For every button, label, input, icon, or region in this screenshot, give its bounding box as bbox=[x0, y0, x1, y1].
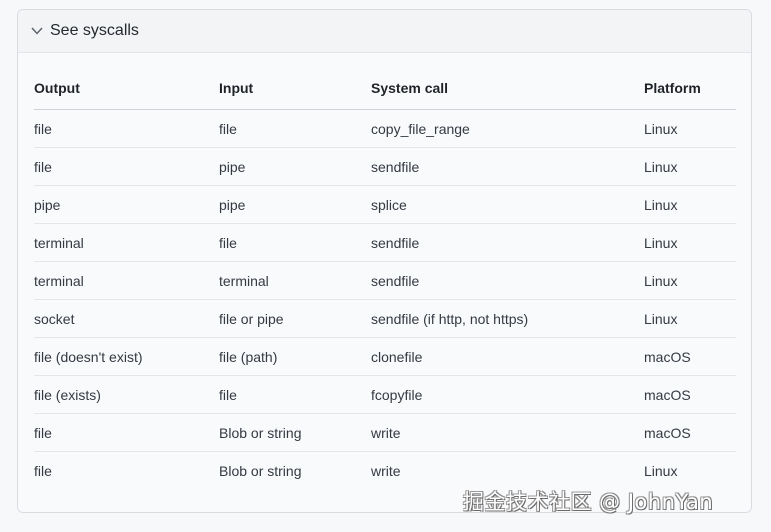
cell-input: Blob or string bbox=[219, 413, 371, 452]
cell-platform: macOS bbox=[644, 337, 736, 376]
cell-output: file bbox=[34, 109, 219, 148]
column-header-input: Input bbox=[219, 80, 371, 110]
see-syscalls-toggle[interactable]: See syscalls bbox=[18, 10, 751, 53]
cell-output: terminal bbox=[34, 223, 219, 262]
column-header-platform: Platform bbox=[644, 80, 736, 110]
cell-platform: Linux bbox=[644, 299, 736, 338]
cell-platform: Linux bbox=[644, 462, 678, 479]
table-row: file (exists) file fcopyfile macOS bbox=[34, 375, 736, 414]
cell-output: file (doesn't exist) bbox=[34, 337, 219, 376]
column-header-output: Output bbox=[34, 80, 219, 110]
cell-output: file (exists) bbox=[34, 375, 219, 414]
cell-platform: Linux bbox=[644, 223, 736, 262]
cell-system-call: sendfile bbox=[371, 147, 644, 186]
cell-system-call: sendfile (if http, not https) bbox=[371, 299, 644, 338]
table-row: file Blob or string write macOS bbox=[34, 413, 736, 452]
cell-platform: macOS bbox=[644, 375, 736, 414]
table-row: pipe pipe splice Linux bbox=[34, 185, 736, 224]
cell-system-call: sendfile bbox=[371, 261, 644, 300]
syscalls-table: Output Input System call Platform file f… bbox=[34, 80, 736, 489]
chevron-down-icon bbox=[30, 24, 44, 38]
cell-input: pipe bbox=[219, 185, 371, 224]
table-row: terminal terminal sendfile Linux bbox=[34, 261, 736, 300]
cell-platform: Linux bbox=[644, 261, 736, 300]
cell-input: file bbox=[219, 223, 371, 262]
syscalls-details: See syscalls Output Input System call Pl… bbox=[17, 9, 752, 513]
cell-input: pipe bbox=[219, 147, 371, 186]
cell-platform: macOS bbox=[644, 413, 736, 452]
cell-input: Blob or string bbox=[219, 462, 302, 479]
table-row: file pipe sendfile Linux bbox=[34, 147, 736, 186]
cell-output: terminal bbox=[34, 261, 219, 300]
cell-input: file or pipe bbox=[219, 299, 371, 338]
cell-system-call: write bbox=[371, 413, 644, 452]
cell-system-call: splice bbox=[371, 185, 644, 224]
cell-input: file bbox=[219, 375, 371, 414]
table-row: file file copy_file_range Linux bbox=[34, 109, 736, 148]
cell-system-call: copy_file_range bbox=[371, 109, 644, 148]
cell-output: file bbox=[34, 413, 219, 452]
cell-platform: Linux bbox=[644, 147, 736, 186]
cell-platform: Linux bbox=[644, 185, 736, 224]
table-header-row: Output Input System call Platform bbox=[34, 80, 736, 110]
table-row: file (doesn't exist) file (path) clonefi… bbox=[34, 337, 736, 376]
cell-output: pipe bbox=[34, 185, 219, 224]
table-row: socket file or pipe sendfile (if http, n… bbox=[34, 299, 736, 338]
column-header-system-call: System call bbox=[371, 80, 644, 110]
cell-input: file (path) bbox=[219, 337, 371, 376]
cell-system-call: sendfile bbox=[371, 223, 644, 262]
cell-system-call: write bbox=[371, 462, 401, 479]
cell-input: terminal bbox=[219, 261, 371, 300]
watermark: 掘金技术社区 @ JohnYan bbox=[463, 490, 714, 514]
cell-output: file bbox=[34, 462, 52, 479]
cell-system-call: clonefile bbox=[371, 337, 644, 376]
summary-label: See syscalls bbox=[50, 22, 139, 39]
cell-platform: Linux bbox=[644, 109, 736, 148]
cell-output: socket bbox=[34, 299, 219, 338]
cell-output: file bbox=[34, 147, 219, 186]
cell-input: file bbox=[219, 109, 371, 148]
table-row: file Blob or string write Linux bbox=[34, 452, 736, 490]
table-row: terminal file sendfile Linux bbox=[34, 223, 736, 262]
cell-system-call: fcopyfile bbox=[371, 375, 644, 414]
